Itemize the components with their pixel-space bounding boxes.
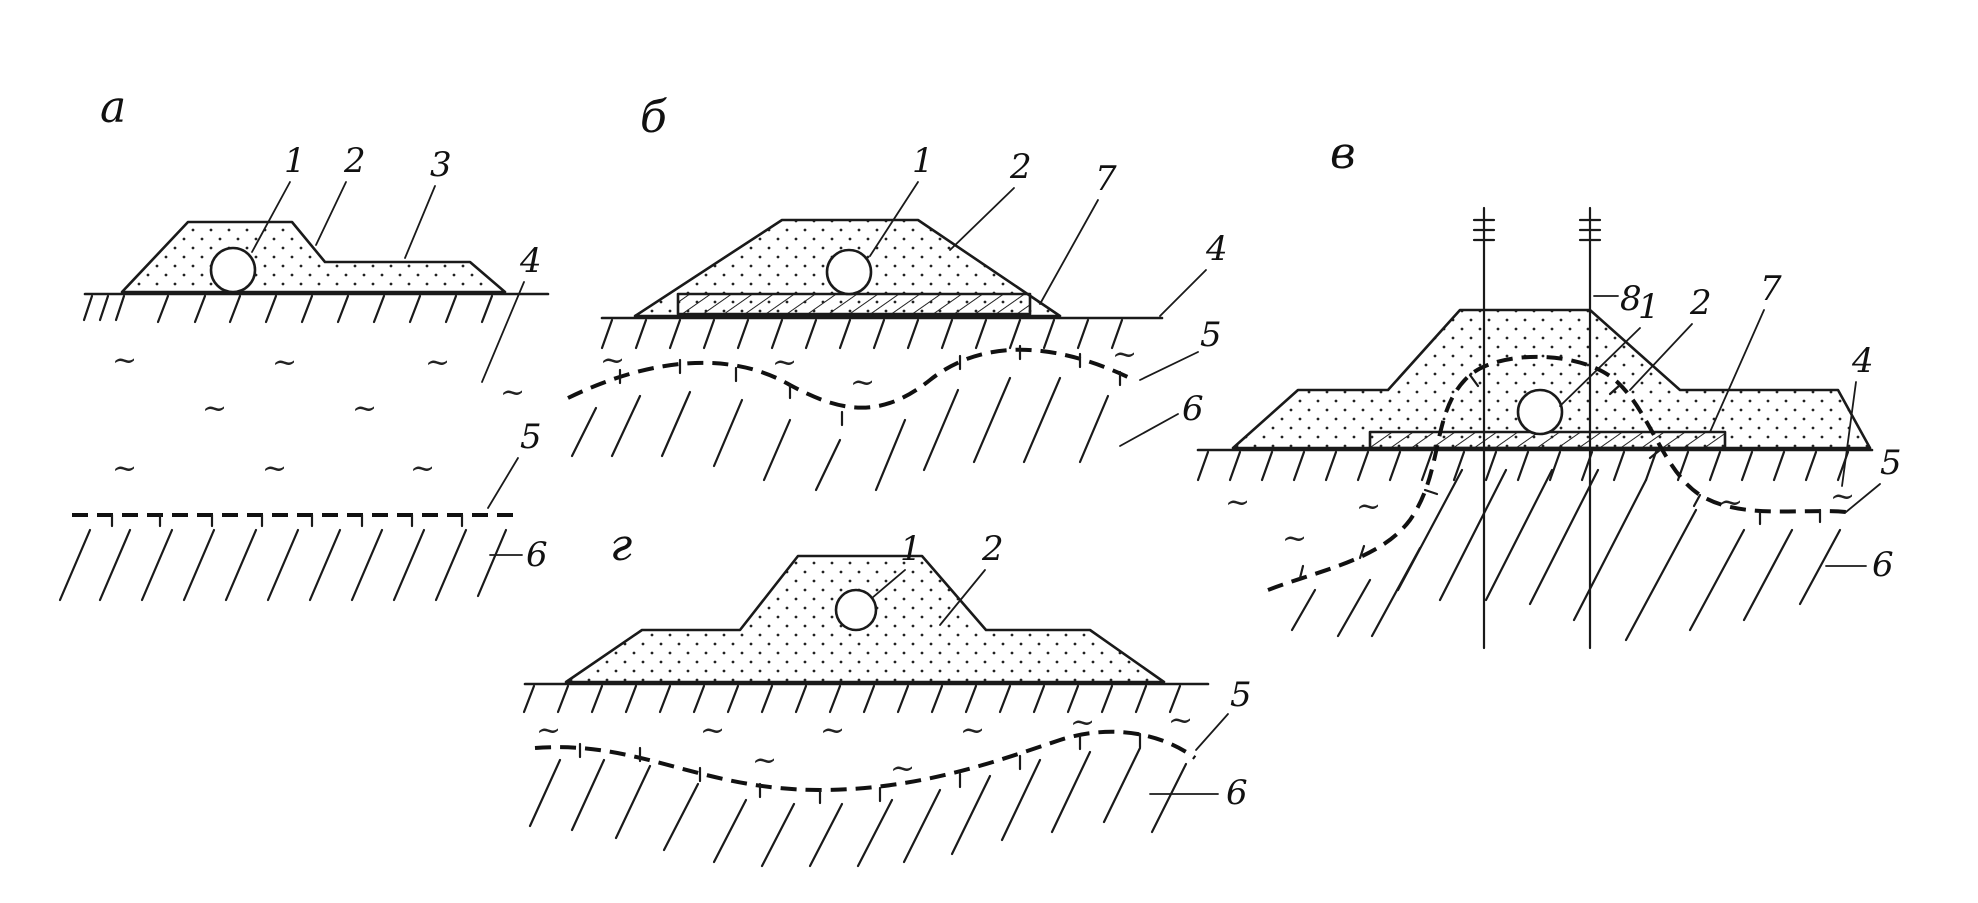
water-mark: ~ [820,713,845,748]
panel-a-num-2: 2 [343,141,366,181]
water-mark: ~ [425,345,450,380]
water-mark: ~ [262,451,287,486]
water-mark: ~ [1112,337,1137,372]
panel-b-water-marks: ~ ~ ~ ~ [600,337,1137,400]
panel-g-ground-hatch [522,684,1182,714]
panel-v-num-5: 5 [1880,443,1902,483]
panel-v-num-1: 1 [1638,287,1660,327]
panel-g-label: г [610,520,632,571]
panel-a-num-5: 5 [520,417,542,457]
water-mark: ~ [1225,485,1250,520]
panel-b-ground-hatch [600,318,1124,350]
panel-v-frozen-ticks [1298,373,1822,580]
panel-g-water-marks: ~ ~ ~ ~ ~ ~ ~ ~ [536,703,1193,786]
panel-v-piles [1472,206,1602,650]
water-mark: ~ [112,451,137,486]
water-mark: ~ [700,713,725,748]
panel-v-num-6: 6 [1872,545,1894,585]
panel-b-num-1: 1 [912,141,934,181]
water-mark: ~ [600,343,625,378]
panel-b-label: б [640,92,667,143]
panel-v-frozen-boundary [1267,354,1847,592]
panel-b-base-layer [676,292,1032,316]
water-mark: ~ [536,713,561,748]
panel-a-num-3: 3 [430,145,452,185]
panel-v-ground-hatch [1196,450,1850,482]
water-mark: ~ [410,451,435,486]
water-mark: ~ [1168,703,1193,738]
panel-v-rock-hatch [1290,468,1842,642]
panel-a-num-6: 6 [526,535,548,575]
panel-g-rock-hatch [528,746,1188,868]
panel-v-num-4: 4 [1851,341,1874,381]
panel-a: а ~ ~ ~ ~ ~ ~ ~ ~ ~ [58,82,550,602]
panel-a-rock-hatch [58,528,508,602]
water-mark: ~ [960,713,985,748]
panel-v-base-layer [1368,430,1727,450]
water-mark: ~ [772,345,797,380]
panel-g-pipe [834,588,878,632]
panel-a-label: а [100,82,126,133]
panel-b-num-4: 4 [1205,229,1228,269]
water-mark: ~ [1718,485,1743,520]
panel-b-rock-ticks [618,344,1122,427]
panel-b-rock-boundary [567,347,1131,410]
water-mark: ~ [272,345,297,380]
panel-a-num-4: 4 [519,241,542,281]
panel-a-rock-ticks [110,513,464,528]
panel-v-label: в [1330,128,1356,179]
water-mark: ~ [752,743,777,778]
panel-v-num-7: 7 [1760,269,1782,309]
panel-g-num-5: 5 [1230,675,1252,715]
water-mark: ~ [112,343,137,378]
panel-g: г ~ ~ ~ [522,520,1252,868]
panel-a-ground-hatch [82,294,494,324]
panel-a-water-marks: ~ ~ ~ ~ ~ ~ ~ ~ ~ [112,343,525,486]
panel-g-num-6: 6 [1226,773,1248,813]
panel-g-num-2: 2 [981,529,1004,569]
panel-b-num-7: 7 [1095,159,1117,199]
water-mark: ~ [202,391,227,426]
panel-a-embankment [120,220,507,294]
panel-v-pipe [1516,388,1564,436]
water-mark: ~ [1282,521,1307,556]
panel-g-rock-ticks [578,732,1142,805]
panel-v-num-8: 8 [1620,279,1642,319]
panel-b-num-2: 2 [1009,147,1032,187]
water-mark: ~ [500,375,525,410]
water-mark: ~ [1356,489,1381,524]
panel-b-num-6: 6 [1182,389,1204,429]
panel-b-pipe [825,248,873,296]
panel-a-num-1: 1 [284,141,306,181]
panel-a-pipe [209,246,257,294]
panel-b-rock-hatch [570,376,1110,492]
panel-b: б ~ ~ ~ ~ [567,92,1228,492]
water-mark: ~ [850,365,875,400]
panel-v-num-2: 2 [1689,283,1712,323]
panel-g-num-1: 1 [900,529,922,569]
water-mark: ~ [352,391,377,426]
panel-b-num-5: 5 [1200,315,1222,355]
panel-g-rock-boundary [534,729,1197,793]
panel-v: в ~ ~ [1196,128,1902,650]
